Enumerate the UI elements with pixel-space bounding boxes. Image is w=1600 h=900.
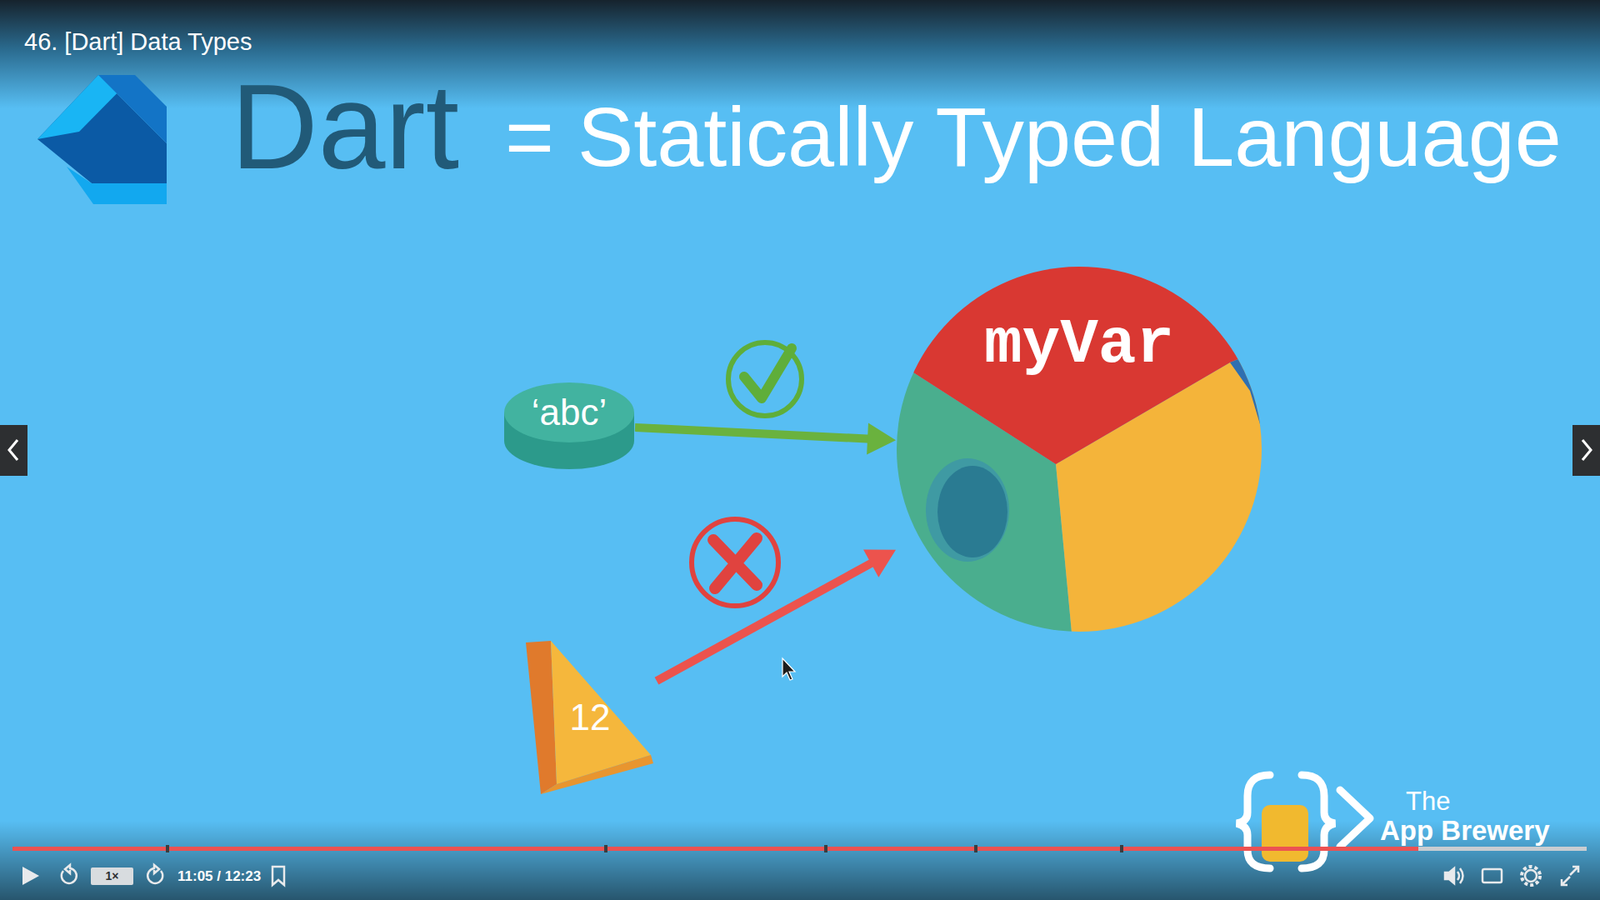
- progress-bar-part: [824, 845, 828, 853]
- nav-arrow-part: [0, 425, 28, 476]
- slide-heading: = Statically Typed Language: [505, 89, 1562, 186]
- player-controls: [22, 865, 1579, 885]
- connector-line: [656, 561, 875, 681]
- sphere-shape-part-part: [925, 458, 1010, 562]
- player-controls-part: [1445, 868, 1455, 884]
- cylinder-shape-part: [504, 382, 635, 443]
- triangle-shape-part: [540, 755, 654, 795]
- progress-bar-part: [604, 845, 608, 853]
- player-controls-part: [147, 865, 163, 884]
- node-label: 12: [570, 699, 611, 736]
- brand-text: The: [1405, 788, 1450, 815]
- node-label: ‘abc’: [531, 394, 608, 431]
- sphere-shape-part: [895, 265, 1263, 633]
- speed-button: 1×: [90, 867, 134, 885]
- nav-arrow-part: [9, 440, 18, 460]
- dart-logo-part: [66, 166, 167, 205]
- nav-arrow: [0, 425, 1600, 476]
- arrow-head: [863, 549, 896, 577]
- progress-bar-part: [12, 846, 1419, 851]
- lecture-title: 46. [Dart] Data Types: [24, 27, 253, 56]
- cross-mark: [691, 519, 779, 606]
- variable-sphere: myVar: [895, 265, 1263, 633]
- player-controls-part: [1521, 866, 1540, 885]
- progress-bar-part: [165, 845, 170, 853]
- nav-arrow-part: [1582, 440, 1591, 460]
- cross-mark-part: [713, 538, 757, 589]
- language-name: Dart: [230, 66, 460, 188]
- connector-line: [635, 427, 871, 440]
- app-brewery-logo-part: [1340, 790, 1370, 847]
- player-controls-part: [1561, 866, 1579, 885]
- player-controls-part: [1525, 870, 1537, 882]
- app-brewery-logo: [1236, 775, 1370, 869]
- app-brewery-logo-part: [1236, 775, 1270, 869]
- app-brewery-logo-part: [1261, 805, 1309, 862]
- cross-mark-part: [691, 519, 779, 606]
- player-controls-part: [1457, 868, 1464, 884]
- progress-bar-part: [12, 846, 1587, 851]
- brand-text: App Brewery: [1380, 816, 1550, 845]
- sphere-shape-part-part: [937, 465, 1008, 558]
- mouse-cursor: [782, 658, 795, 680]
- nav-arrow-part: [1572, 425, 1600, 476]
- app-brewery-logo-part: [1301, 775, 1335, 869]
- mouse-cursor-part: [782, 658, 795, 680]
- player-controls-part: [272, 866, 285, 885]
- sphere-shape-part-part: [1230, 349, 1263, 433]
- player-controls-part: [22, 866, 40, 885]
- dart-logo-part: [98, 75, 167, 144]
- progress-bar: [12, 845, 1587, 853]
- connector-arrow: [635, 423, 896, 455]
- player-controls-part: [61, 865, 77, 884]
- dart-logo: [37, 75, 167, 205]
- connector-arrow: [656, 549, 896, 681]
- player-controls-part: [1482, 869, 1502, 883]
- check-mark-part: [728, 342, 802, 416]
- string-value-cylinder: ‘abc’: [503, 377, 635, 471]
- dart-logo-part: [37, 75, 167, 184]
- check-mark: [728, 342, 802, 416]
- time-display: 11:05 / 12:23: [177, 867, 261, 885]
- number-value-triangle: 12: [523, 638, 657, 797]
- check-mark-part: [744, 348, 792, 399]
- progress-bar-part: [974, 845, 978, 853]
- progress-bar-part: [1120, 845, 1124, 853]
- node-label: myVar: [984, 313, 1175, 377]
- arrow-head: [866, 423, 896, 455]
- sphere-shape-part-part: [895, 265, 1263, 465]
